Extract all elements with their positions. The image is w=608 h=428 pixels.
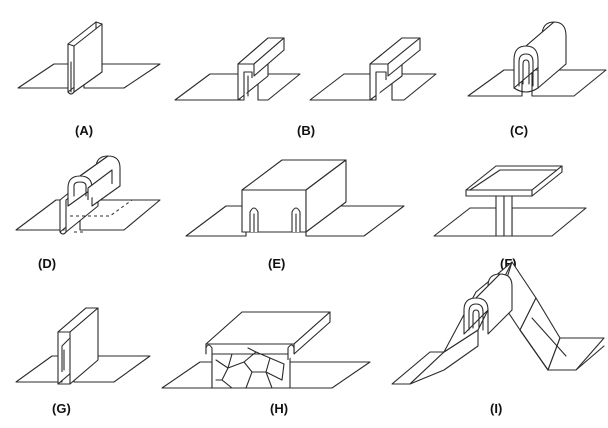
label-h: (H) — [270, 401, 288, 416]
seam-g-drawing — [15, 307, 151, 385]
seam-e-drawing — [185, 159, 405, 237]
seam-f-drawing — [433, 165, 587, 237]
seam-b2-drawing — [309, 37, 437, 101]
label-b: (B) — [297, 123, 315, 138]
label-a: (A) — [75, 123, 93, 138]
seam-h-drawing — [161, 311, 371, 389]
seam-i-drawing — [391, 261, 605, 385]
seam-b-drawing — [174, 37, 301, 101]
seam-d-drawing — [15, 155, 161, 235]
label-d: (D) — [38, 256, 56, 271]
label-g: (G) — [52, 401, 71, 416]
label-i: (I) — [490, 401, 502, 416]
seam-c-drawing — [467, 21, 607, 97]
label-c: (C) — [510, 123, 528, 138]
label-e: (E) — [268, 256, 285, 271]
seam-a-drawing — [17, 21, 161, 95]
